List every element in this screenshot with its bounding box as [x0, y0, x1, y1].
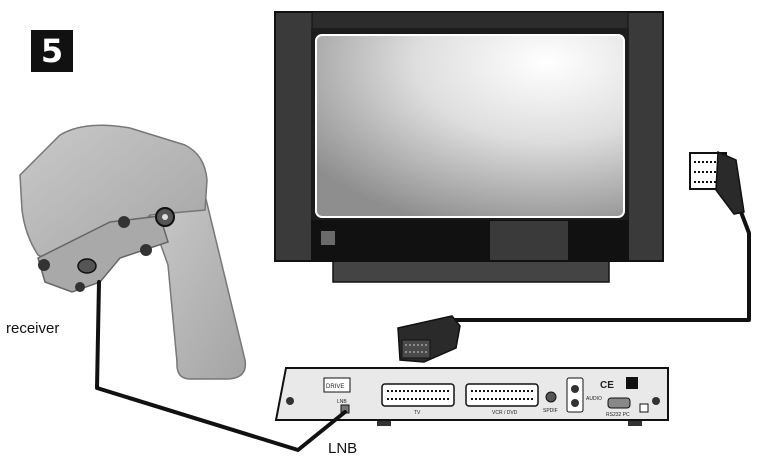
television: [274, 11, 664, 283]
receiver-screw: [286, 397, 294, 405]
dish-bolt: [75, 282, 85, 292]
scart-tv-port: [381, 383, 455, 407]
scart-plug-receiver: [397, 315, 461, 363]
spdif-label: SPDIF: [543, 408, 558, 414]
dish-bolt: [162, 214, 168, 220]
rs232-label: RS232 PC: [606, 412, 630, 418]
lnb-connector: [77, 258, 97, 274]
receiver-foot: [377, 420, 391, 426]
tv-top-bar: [311, 11, 629, 30]
power-socket: [626, 377, 638, 389]
ce-mark: CE: [600, 380, 614, 391]
lnb-label: LNB: [328, 440, 358, 457]
tv-power-button: [321, 231, 335, 245]
scart-cable: [453, 210, 751, 322]
power-switch: [639, 403, 649, 413]
tv-bottom-panel: [311, 220, 629, 261]
dish-bolt: [38, 259, 50, 271]
dish-body: [19, 124, 208, 266]
receiver-label: receiver: [6, 320, 60, 337]
satellite-receiver: DRIVE LNB TV VCR / DVD SPDIF AUDIO CE RS…: [274, 367, 669, 426]
audio-label: AUDIO: [586, 396, 602, 402]
scart-vcr-label: VCR / DVD: [492, 410, 518, 416]
rca-port: [571, 399, 579, 407]
scart-vcr-port: [465, 383, 539, 407]
dish-bolt: [118, 216, 130, 228]
tv-screen: [315, 34, 625, 218]
rs232-port: [607, 397, 631, 409]
receiver-foot: [628, 420, 642, 426]
scart-plug-tv: [689, 150, 745, 215]
step-number-badge: 5: [31, 30, 73, 72]
receiver-brand-text: DRIVE: [326, 384, 344, 390]
rca-audio-panel: [566, 377, 584, 413]
receiver-brand-logo: [323, 377, 351, 393]
dish-bolt: [140, 244, 152, 256]
cables: [95, 210, 751, 452]
tv-stand: [332, 259, 610, 283]
dish-arm: [149, 194, 247, 380]
tv-front-panel: [490, 221, 568, 260]
satellite-dish: [19, 124, 247, 380]
rca-port: [571, 385, 579, 393]
coax-cable: [95, 280, 347, 452]
receiver-screw: [652, 397, 660, 405]
lnb-port-label: LNB: [337, 399, 347, 405]
scart-tv-label: TV: [414, 410, 421, 416]
spdif-port: [545, 391, 557, 403]
